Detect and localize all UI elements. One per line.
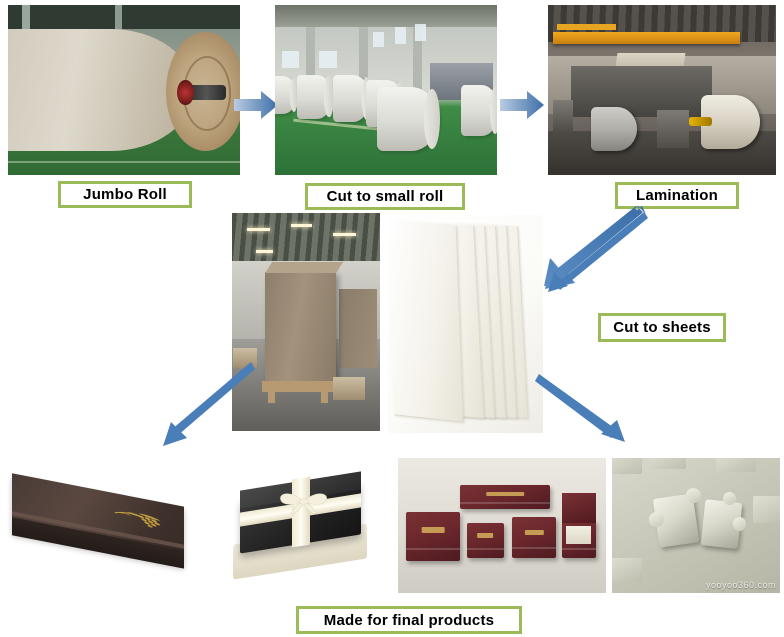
decor-roll: [377, 86, 441, 152]
decor-puzzle-edge: [753, 495, 780, 523]
photo-puzzle-pieces: yooyoo360.com: [612, 458, 780, 593]
decor-window: [394, 27, 406, 45]
decor-shaft: [689, 117, 713, 126]
arrow-sheets-to-carton: [155, 360, 255, 450]
decor-jewelry-box: [466, 522, 505, 558]
decor-grape-print: [108, 499, 167, 540]
step-label-jumbo-roll: Jumbo Roll: [58, 181, 192, 208]
decor-window: [281, 50, 300, 68]
decor-crane: [552, 32, 740, 45]
step-label-final-products: Made for final products: [296, 606, 522, 634]
decor-roll: [332, 74, 372, 123]
decor-crane-rail: [557, 23, 617, 31]
decor-puzzle-knob: [648, 512, 665, 527]
decor-puzzle-edge: [612, 557, 643, 583]
decor-lamp: [291, 223, 312, 227]
decor-ribbon-bow: [275, 488, 332, 515]
decor-beam: [21, 5, 31, 46]
decor-floor-line: [8, 161, 240, 164]
decor-gold-logo: [486, 492, 524, 496]
decor-gold-logo: [525, 529, 544, 536]
decor-puzzle-knob: [732, 517, 747, 531]
watermark-text: yooyoo360.com: [705, 580, 776, 590]
decor-small-box: [332, 376, 366, 401]
decor-roll: [275, 76, 299, 114]
arrow-sheets-to-products: [535, 372, 635, 447]
decor-puzzle-knob: [685, 487, 702, 503]
decor-jewelry-box: [406, 512, 461, 561]
decor-box-lid: [11, 473, 185, 567]
photo-gift-box: [218, 458, 386, 593]
arrow-cut-to-lamination: [498, 88, 546, 122]
decor-roll: [297, 74, 334, 119]
decor-window: [372, 32, 384, 48]
photo-lamination-line: [548, 5, 776, 175]
decor-lamp: [255, 250, 274, 254]
decor-carton-stack: [338, 289, 378, 368]
photo-white-sheets: [388, 215, 543, 433]
decor-gold-logo: [421, 526, 445, 534]
decor-puzzle-edge: [648, 458, 686, 469]
decor-puzzle-edge: [716, 458, 757, 472]
photo-carton-pallet: [232, 213, 380, 431]
decor-sheet-front: [388, 217, 464, 423]
decor-beam: [114, 5, 122, 33]
decor-lamp: [332, 232, 357, 236]
photo-jewelry-boxes: [398, 458, 606, 593]
decor-pallet: [261, 380, 336, 392]
decor-roll: [461, 84, 497, 136]
arrow-jumbo-to-cut: [232, 88, 280, 122]
photo-small-rolls: [275, 5, 497, 175]
decor-pallet-foot: [320, 391, 329, 403]
decor-puzzle-edge: [612, 458, 643, 475]
decor-jewelry-box-lid: [562, 493, 596, 523]
decor-ceiling: [275, 5, 497, 28]
step-label-lamination: Lamination: [615, 182, 739, 209]
decor-box-insert: [566, 525, 592, 545]
decor-gold-logo: [477, 533, 494, 539]
photo-wine-box: [2, 458, 198, 593]
photo-jumbo-roll: [8, 5, 240, 175]
step-label-cut-to-small-roll: Cut to small roll: [305, 183, 465, 210]
decor-roll-hub: [177, 79, 194, 106]
decor-control-box: [657, 110, 690, 148]
decor-window: [414, 23, 426, 41]
decor-pallet-foot: [267, 391, 275, 403]
decor-roll-shaft: [186, 84, 227, 101]
decor-column: [359, 27, 369, 94]
decor-lamp: [246, 228, 271, 232]
decor-column: [412, 27, 422, 94]
decor-window: [319, 50, 338, 68]
decor-column: [306, 27, 315, 94]
decor-jewelry-box: [512, 517, 557, 558]
decor-puzzle-knob: [722, 491, 737, 506]
decor-jewelry-box: [460, 485, 551, 510]
decor-roll: [591, 107, 637, 152]
step-label-cut-to-sheets: Cut to sheets: [598, 313, 726, 342]
decor-roll-body: [8, 28, 194, 152]
decor-carton-stack: [264, 271, 336, 386]
decor-roof: [232, 213, 380, 261]
decor-control-box: [552, 100, 574, 131]
arrow-lamination-to-sheets: [538, 206, 648, 292]
